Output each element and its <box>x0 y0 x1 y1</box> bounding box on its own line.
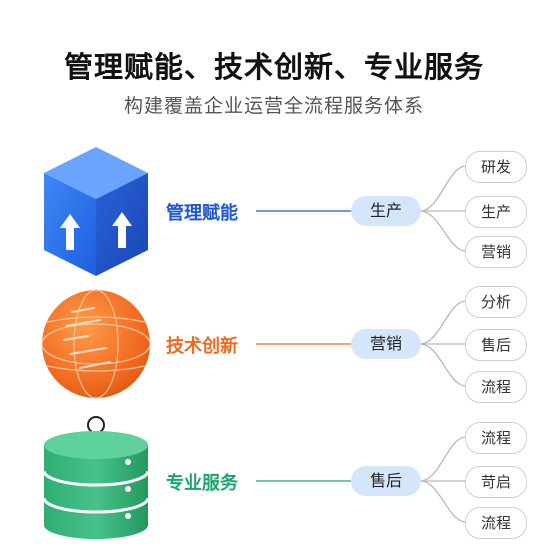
hub-pill-marketing: 营销 <box>351 329 421 359</box>
cube-arrows-icon <box>44 147 148 276</box>
leaf-node: 售后 <box>465 329 527 361</box>
leaf-node: 研发 <box>465 151 527 183</box>
category-label-service: 专业服务 <box>166 473 238 494</box>
leaf-node: 营销 <box>465 236 527 268</box>
category-label-innovation: 技术创新 <box>166 336 238 357</box>
leaf-node: 苛启 <box>465 466 527 498</box>
category-label-management: 管理赋能 <box>166 203 238 224</box>
page-title: 管理赋能、技术创新、专业服务 <box>63 50 484 84</box>
row-connectors-1 <box>256 165 467 252</box>
database-user-icon <box>42 416 150 539</box>
leaf-node: 流程 <box>465 371 527 403</box>
leaf-node: 生产 <box>465 196 527 228</box>
row-connectors-3 <box>256 436 467 523</box>
page-subtitle: 构建覆盖企业运营全流程服务体系 <box>123 95 424 117</box>
leaf-node: 分析 <box>465 286 527 318</box>
hub-pill-aftersales: 售后 <box>351 466 421 496</box>
leaf-node: 流程 <box>465 507 527 539</box>
globe-icon <box>41 289 151 399</box>
leaf-node: 流程 <box>465 422 527 454</box>
row-connectors-2 <box>256 300 467 387</box>
hub-pill-production: 生产 <box>351 196 421 226</box>
